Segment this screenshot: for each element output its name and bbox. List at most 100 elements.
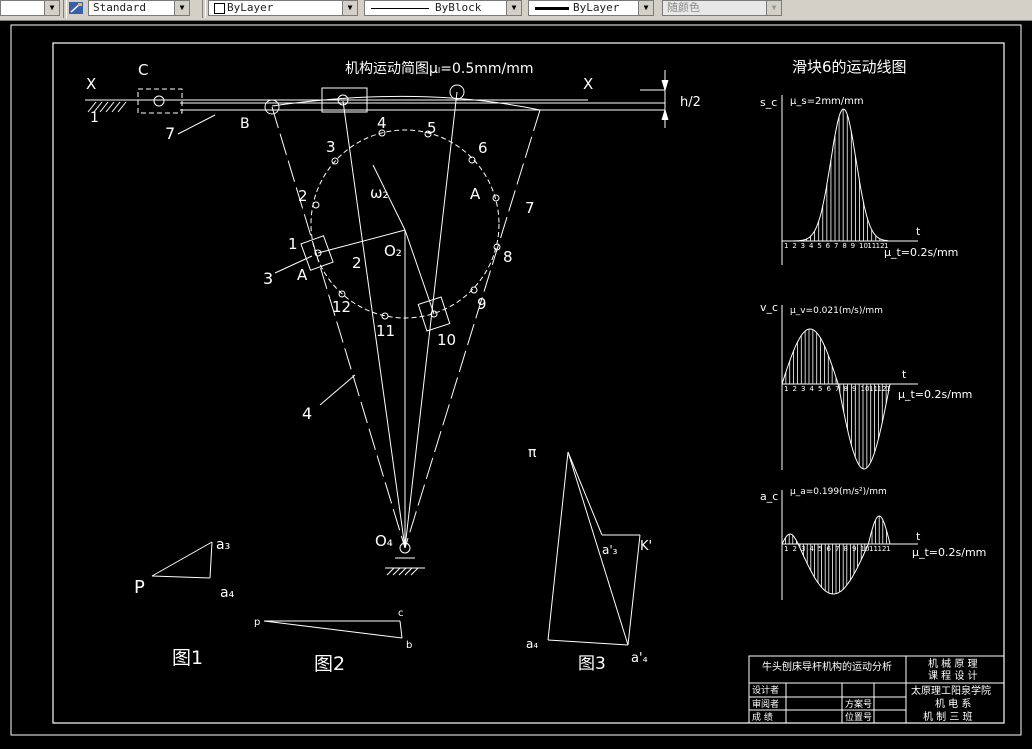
chart-v-hatch (785, 329, 887, 469)
crank-circle (310, 129, 500, 319)
title-block-scheme: 方案号 (845, 698, 872, 710)
tick-label: 11 (869, 385, 878, 393)
tick-label: 8 (844, 545, 848, 553)
point-label-12: 12 (332, 298, 351, 316)
label-x-right: X (583, 75, 593, 93)
tick-label: 1 (886, 545, 890, 553)
fig1-a4: a₄ (220, 585, 235, 601)
chart-a-xlabel: t (916, 530, 921, 543)
tick-label: 10 (859, 242, 868, 250)
drawing-inner-frame (52, 42, 1005, 724)
title-block-grade: 成 绩 (752, 711, 773, 723)
leader-4 (319, 374, 356, 406)
title-block-position: 位置号 (845, 711, 872, 723)
tick-label: 6 (826, 242, 831, 250)
chart-a-tscale: μ_t=0.2s/mm (912, 546, 986, 559)
fig2-b: b (406, 640, 412, 651)
point-label-1: 1 (288, 235, 298, 253)
tick-label: 10 (861, 545, 870, 553)
toolbar-separator (202, 0, 206, 18)
point-label-2: 2 (298, 187, 308, 205)
dimstyle-icon[interactable] (68, 0, 86, 16)
tick-label: 9 (852, 385, 856, 393)
toolbar-separator (63, 0, 67, 18)
lineweight-sample-icon (535, 7, 569, 10)
chart-a-scale: μ_a=0.199(m/s²)/mm (790, 487, 887, 497)
title-block-course1: 机 械 原 理 (928, 657, 978, 670)
plotstyle-dropdown[interactable]: 随颜色▼ (662, 0, 782, 16)
chart-v-scale: μ_v=0.021(m/s)/mm (790, 306, 883, 316)
label-c: C (138, 61, 148, 79)
fig1-caption: 图1 (172, 647, 203, 669)
title-block-reviewer: 审阅者 (752, 698, 779, 710)
tick-label: 5 (818, 545, 822, 553)
slider-c-pin (153, 95, 165, 107)
tick-label: 2 (792, 242, 796, 250)
tick-label: 1 (784, 545, 788, 553)
tick-label: 2 (793, 545, 797, 553)
tick-label: 10 (861, 385, 870, 393)
chevron-down-icon: ▼ (638, 1, 653, 15)
properties-toolbar: ▼ Standard▼ ByLayer▼ ByBlock▼ ByLayer▼ 随… (0, 0, 1032, 21)
label-b: B (240, 116, 250, 132)
chart-displacement: s_c μ_s=2mm/mm t μ_t=0.2s/mm (760, 95, 958, 265)
chart-s-xlabel: t (916, 225, 921, 238)
ground-hatch-left (85, 99, 130, 113)
slider-c-dashed (137, 88, 183, 114)
linetype-sample-icon (371, 8, 429, 9)
chevron-down-icon: ▼ (174, 1, 189, 15)
fig2-c: c (398, 608, 404, 619)
tick-label: 7 (835, 545, 839, 553)
crank-point-labels: 1 2 3 4 5 6 7 8 9 10 11 12 (288, 114, 535, 349)
lineweight-value: ByLayer (573, 1, 620, 14)
chevron-down-icon: ▼ (44, 1, 59, 15)
crank-points (312, 129, 501, 320)
fig3-a4p: a'₄ (631, 651, 648, 666)
textstyle-partial-dropdown[interactable]: ▼ (0, 0, 60, 16)
tick-label: 2 (793, 385, 797, 393)
tick-label: 6 (827, 545, 832, 553)
tick-label: 5 (817, 242, 821, 250)
tick-label: 9 (852, 545, 856, 553)
label-a-lower: A (297, 266, 308, 284)
leader-7 (177, 114, 216, 135)
dimstyle-dropdown[interactable]: Standard▼ (88, 0, 190, 16)
label-2-link: 2 (352, 254, 362, 272)
point-label-10: 10 (437, 331, 456, 349)
label-7-link: 7 (165, 124, 175, 143)
tick-label: 3 (801, 242, 805, 250)
color-swatch-icon (214, 3, 225, 14)
chart-s-ylabel: s_c (760, 96, 777, 109)
fig1-a3: a₃ (216, 537, 230, 553)
tick-label: 11 (869, 545, 878, 553)
chart-s-curve (782, 108, 889, 242)
guide-lines (85, 70, 669, 128)
chart-velocity: v_c μ_v=0.021(m/s)/mm t μ_t=0.2s/mm (760, 301, 972, 470)
fig3-ak: a'₃ (602, 543, 618, 557)
title-block-project: 牛头刨床导杆机构的运动分析 (762, 660, 892, 673)
tick-label: 3 (801, 385, 805, 393)
point-label-7: 7 (525, 199, 535, 217)
label-h2: h/2 (680, 95, 701, 110)
slider-a-left (300, 235, 334, 271)
linetype-dropdown[interactable]: ByBlock▼ (364, 0, 522, 16)
fig3-polygon (547, 451, 641, 646)
lineweight-dropdown[interactable]: ByLayer ▼ (528, 0, 654, 16)
tick-label: 6 (827, 385, 832, 393)
fig2-caption: 图2 (314, 653, 345, 675)
label-4-link: 4 (302, 404, 312, 423)
tick-label: 1 (884, 242, 888, 250)
point-label-8: 8 (503, 248, 513, 266)
drawing-canvas[interactable]: 机构运动简图μₗ=0.5mm/mm 滑块6的运动线图 X X C B 1 7 h… (0, 21, 1032, 749)
drawing-outer-frame (10, 24, 1022, 736)
tick-label: 5 (818, 385, 822, 393)
tick-label: 12 (878, 545, 887, 553)
point-label-4: 4 (377, 114, 387, 132)
label-o4: O₄ (375, 532, 393, 550)
title-block-course2: 课 程 设 计 (928, 669, 978, 682)
tick-label: 4 (810, 385, 815, 393)
title-block-grid (748, 655, 1005, 724)
fig2-polygon (263, 620, 403, 639)
color-dropdown[interactable]: ByLayer▼ (208, 0, 358, 16)
fig3-pi: π (528, 445, 537, 461)
